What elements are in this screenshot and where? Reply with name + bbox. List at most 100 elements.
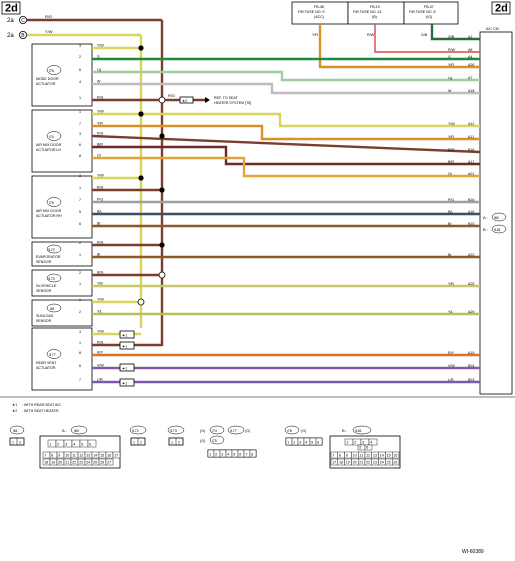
pin-number-20: 2: [79, 310, 81, 314]
pin-label: 5: [81, 442, 83, 446]
continuation-b: 2a B Y/W: [7, 29, 53, 39]
pin-label: 20: [58, 460, 62, 464]
pin-label: 9: [58, 453, 60, 457]
pin-label: 23: [373, 460, 377, 464]
pin-label: 24: [86, 460, 90, 464]
fuse-ig-line2: F/B FUSE NO. 8: [409, 10, 436, 14]
component-sunload-line2: SENSOR: [36, 319, 52, 323]
ac-conn-a-prefix: A :: [483, 215, 488, 220]
splice-7: [159, 133, 165, 139]
component-air-mix-lh-line2: ACTUATOR LH: [36, 148, 61, 152]
continuation-b-wire: Y/W: [45, 29, 53, 34]
ac-pin-color-8: R/G: [448, 148, 455, 152]
component-evaporator-id: i172: [48, 248, 55, 252]
pin-cell: [364, 444, 373, 451]
pin-number-11: 1: [79, 186, 81, 190]
pin-label: 17: [114, 453, 118, 457]
pin-label: 27: [107, 460, 111, 464]
fuse-b-line1: FB-19: [370, 5, 380, 9]
component-evaporator-sensor: i172 EVAPORATOR SENSOR: [31, 241, 93, 267]
conn-i80-prefix: A :: [62, 428, 67, 433]
pin-label: 15: [387, 453, 391, 457]
ac-pin-color-19: L/R: [448, 378, 454, 382]
continuation-c: 2a C R/G: [7, 14, 52, 24]
pin-label: 11: [359, 453, 363, 457]
conn-i81-pin-1: 1: [12, 441, 14, 445]
branch-wire-label: R/G: [168, 93, 175, 98]
ac-pin-number-4: A7: [468, 76, 472, 80]
ac-conn-b-id: i181: [494, 228, 501, 232]
component-in-vehicle-line1: IN-VEHICLE: [36, 284, 57, 288]
conn-i75-id: i75: [212, 439, 217, 443]
pin-color-11: R/G: [97, 186, 104, 190]
pin-label: 16: [107, 453, 111, 457]
splice-11: [159, 187, 165, 193]
pin-label: 6: [366, 445, 368, 449]
pin-label: 15: [100, 453, 104, 457]
pin-label: 22: [366, 460, 370, 464]
pin-color-21: Y/W: [97, 330, 104, 334]
pin-label: 2: [57, 442, 59, 446]
pin-label: 14: [93, 453, 97, 457]
conn-i172-pin-1: 1: [133, 441, 135, 445]
pin-color-19: Y/W: [97, 298, 104, 302]
ac-pin-number-17: A19: [468, 351, 474, 355]
ac-pin-number-12: A16: [468, 210, 474, 214]
ac-conn-b-prefix: B :: [483, 227, 488, 232]
pin-label: 4: [370, 440, 372, 444]
fuse-acc-wire-label: Y/R: [312, 33, 318, 37]
component-air-mix-rh: i75 AIR MIX DOOR ACTUATOR RH: [31, 175, 93, 239]
ac-cm-label: A/C CM: [486, 27, 499, 31]
pin-color-15: R/G: [97, 241, 104, 245]
marker-1-a-label: ★1: [122, 334, 127, 338]
pin-cell: [249, 449, 257, 458]
pin-label: 22: [72, 460, 76, 464]
pin-label: 10: [353, 453, 357, 457]
ac-pin-color-1: R/W: [448, 48, 456, 52]
pin-color-23: R/Y: [97, 351, 104, 355]
wire-r-w-fuse: [374, 24, 480, 53]
pin-number-23: 8: [79, 351, 81, 355]
component-air-mix-lh-line1: AIR MIX DOOR: [36, 143, 62, 147]
fuse-acc-line1: FB-48: [314, 5, 324, 9]
wire-g-b-fuse: [430, 24, 480, 41]
pin-label: 5: [359, 445, 361, 449]
pin-number-16: 1: [79, 253, 81, 257]
ac-pin-number-11: B16: [468, 198, 474, 202]
pin-number-6: 7: [79, 122, 81, 126]
notes: ★1 : WITH REAR SEAT A/C ★2 : WITH SEAT H…: [12, 403, 61, 413]
pin-color-10: Y/W: [97, 174, 104, 178]
component-in-vehicle-sensor: i173 IN-VEHICLE SENSOR: [31, 269, 93, 297]
ac-pin-color-11: P/G: [448, 198, 454, 202]
ac-pin-color-7: Y/R: [448, 135, 454, 139]
ac-pin-color-0: G/B: [448, 35, 455, 39]
splice-19: [137, 298, 145, 306]
conn-i177-group: (G): [245, 429, 250, 433]
component-air-mix-rh-line1: AIR MIX DOOR: [36, 209, 62, 213]
pin-label: 11: [72, 453, 76, 457]
note-1-text: : WITH REAR SEAT A/C: [22, 403, 61, 407]
conn-i74-group-left: (G): [200, 429, 205, 433]
conn-i181-prefix: B :: [342, 428, 347, 433]
ac-pin-number-6: A12: [468, 122, 474, 126]
ac-pin-color-13: Br: [448, 222, 452, 226]
pin-number-24: 6: [79, 364, 81, 368]
connector-view-i172: i172 1 2: [129, 425, 147, 446]
ac-pin-number-18: B24: [468, 364, 474, 368]
component-sunload-sensor: i81 SUNLOAD SENSOR: [31, 299, 93, 327]
pin-color-24: V/W: [97, 364, 104, 368]
pin-number-2: 6: [79, 68, 81, 72]
pin-number-12: 7: [79, 198, 81, 202]
note-2-mark: ★2: [12, 409, 17, 413]
conn-i181-id: i181: [355, 429, 362, 433]
ac-control-module: A/C CM A : i80 B : i181: [479, 27, 513, 395]
pin-label: 7: [332, 453, 334, 457]
ac-pin-color-2: Y/R: [448, 63, 454, 67]
pin-color-5: Y/W: [97, 110, 104, 114]
pin-number-10: 3: [79, 174, 81, 178]
ac-pin-color-9: B/R: [448, 160, 454, 164]
pin-color-0: Y/W: [97, 44, 104, 48]
